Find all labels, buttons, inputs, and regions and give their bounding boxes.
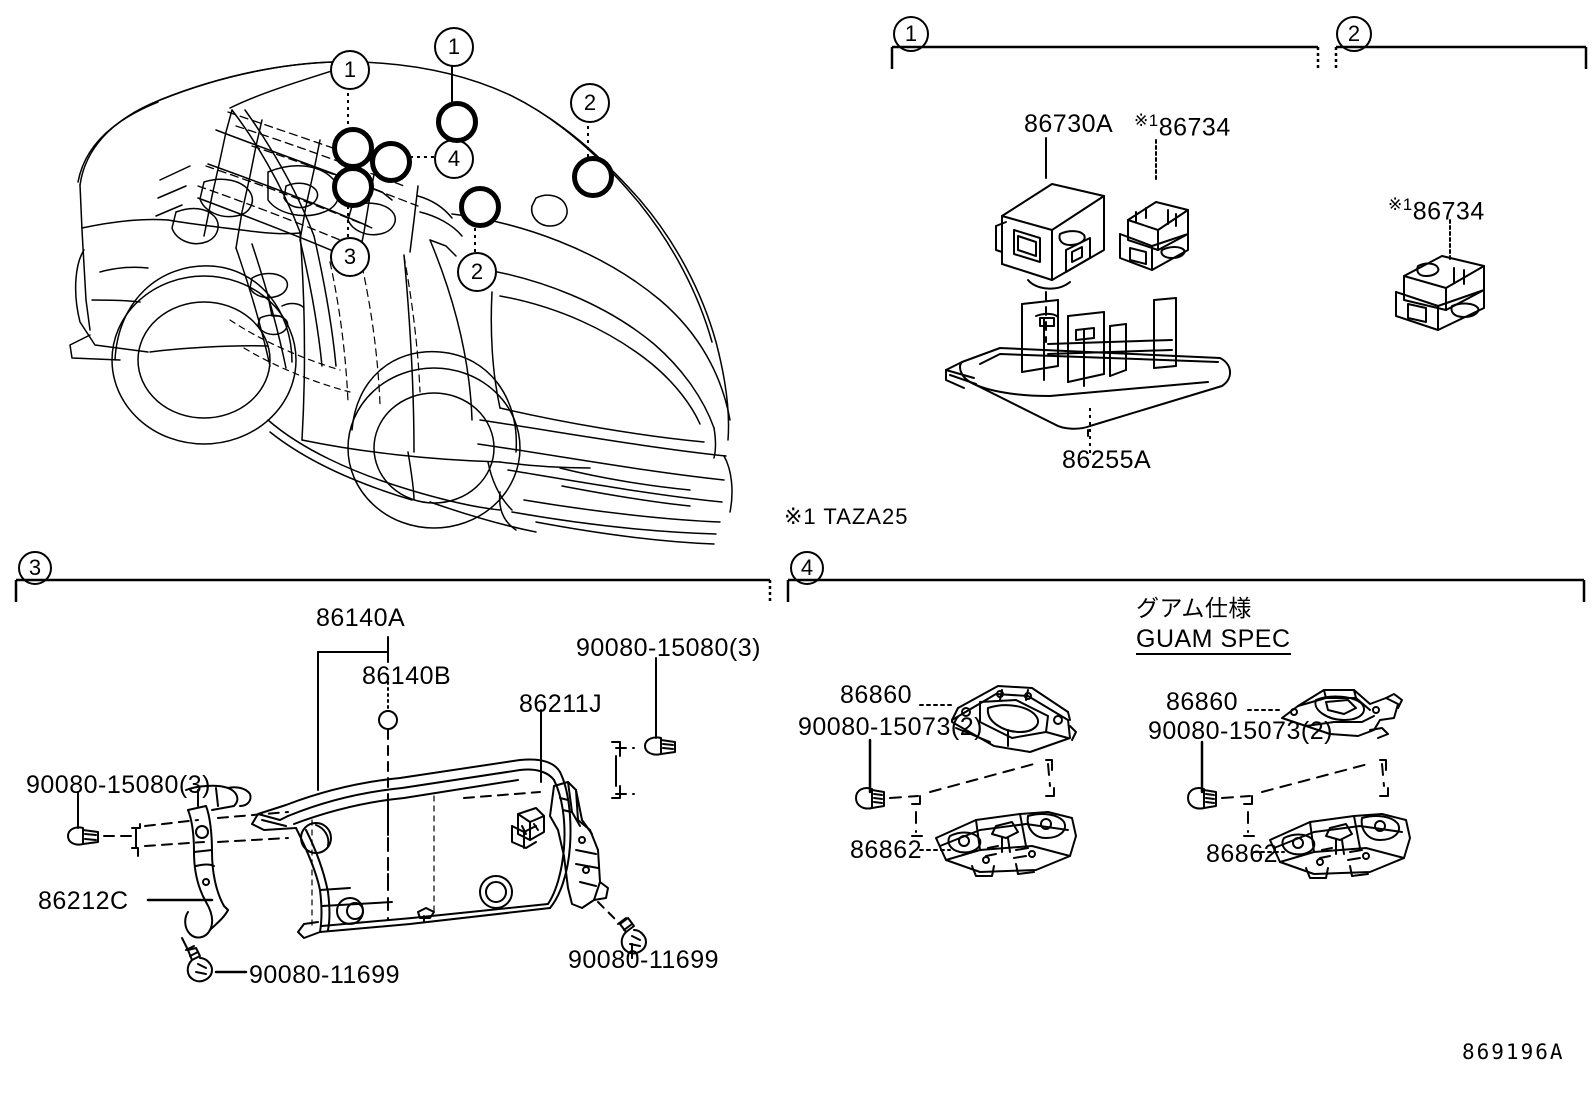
part-code: 86140A bbox=[316, 604, 406, 632]
part-code: 86860 bbox=[840, 681, 913, 709]
vehicle-callout-3[interactable]: 3 bbox=[330, 237, 370, 277]
part-code: 90080-11699 bbox=[249, 961, 401, 989]
section-4-right-group-svg bbox=[1187, 689, 1411, 879]
section-number: 2 bbox=[1347, 21, 1361, 46]
part-code: 90080-15080(3) bbox=[26, 771, 211, 799]
part-code: 86255A bbox=[1062, 446, 1152, 474]
part-label-90080-11699-b: 90080-11699 bbox=[568, 948, 719, 973]
part-label-86212c: 86212C bbox=[38, 889, 129, 914]
vehicle-callout-4[interactable]: 4 bbox=[434, 139, 474, 179]
footnote-ref: ※1 bbox=[1388, 195, 1413, 214]
callout-label: 3 bbox=[343, 244, 357, 269]
vehicle-target-ring-2b bbox=[459, 186, 501, 228]
section-2-parts-svg bbox=[1395, 219, 1485, 331]
section-3-bracket bbox=[14, 578, 772, 602]
part-code: 86140B bbox=[362, 662, 452, 690]
callout-label: 4 bbox=[447, 146, 461, 171]
part-label-86860-right: 86860 bbox=[1166, 690, 1238, 715]
section-number: 4 bbox=[800, 555, 814, 580]
part-label-86140a: 86140A bbox=[316, 606, 405, 631]
part-code: 90080-15080(3) bbox=[576, 634, 761, 662]
callout-label: 1 bbox=[343, 57, 357, 82]
vehicle-target-ring-4 bbox=[370, 141, 412, 183]
part-label-90080-15080-b: 90080-15080(3) bbox=[26, 773, 211, 798]
guam-spec-jp: グアム仕様 bbox=[1136, 596, 1252, 622]
vehicle-callout-2b[interactable]: 2 bbox=[457, 252, 497, 292]
part-label-86862-left: 86862 bbox=[850, 838, 922, 863]
part-label-90080-15073-right: 90080-15073(2) bbox=[1148, 719, 1333, 744]
part-code: 86734 bbox=[1412, 197, 1485, 226]
vehicle-target-ring-3 bbox=[332, 166, 374, 208]
part-code: 86211J bbox=[519, 690, 603, 718]
part-code: 86734 bbox=[1158, 113, 1231, 142]
leader-86255a bbox=[1089, 408, 1091, 454]
guam-spec-en: GUAM SPEC bbox=[1136, 625, 1291, 655]
part-label-86211j: 86211J bbox=[519, 692, 602, 717]
part-code: 86860 bbox=[1166, 688, 1239, 716]
callout-label: 2 bbox=[583, 90, 597, 115]
callout-leaders bbox=[347, 63, 589, 252]
sheet-number: 869196A bbox=[1462, 1040, 1565, 1064]
callout-label: 2 bbox=[470, 259, 484, 284]
part-label-90080-11699-a: 90080-11699 bbox=[249, 963, 400, 988]
part-label-86734-sec2: ※186734 bbox=[1388, 196, 1485, 224]
vehicle-callout-1b[interactable]: 1 bbox=[434, 27, 474, 67]
footnote-taza25: ※1 TAZA25 bbox=[784, 504, 909, 529]
section-number: 3 bbox=[28, 555, 42, 580]
section-2-bracket bbox=[1334, 45, 1588, 69]
part-label-86730a: 86730A bbox=[1024, 112, 1113, 137]
leader-90080-11699-b bbox=[600, 950, 630, 970]
part-label-86255a: 86255A bbox=[1062, 448, 1151, 473]
part-code: 90080-15073(2) bbox=[1148, 717, 1333, 745]
part-code: 90080-11699 bbox=[568, 946, 720, 974]
part-code: 86862 bbox=[1206, 840, 1279, 868]
vehicle-callout-1a[interactable]: 1 bbox=[330, 50, 370, 90]
part-label-86734-sec1: ※186734 bbox=[1134, 112, 1231, 140]
section-number: 1 bbox=[904, 21, 918, 46]
section-1-bracket bbox=[890, 45, 1320, 69]
part-code: 86862 bbox=[850, 836, 923, 864]
part-label-90080-15080-a: 90080-15080(3) bbox=[576, 636, 761, 661]
section-3-parts-svg bbox=[67, 636, 676, 983]
part-label-86860-left: 86860 bbox=[840, 683, 912, 708]
section-1-parts-svg bbox=[945, 137, 1231, 437]
vehicle-target-ring-1a bbox=[332, 127, 374, 169]
section-4-left-group-svg bbox=[855, 685, 1077, 877]
part-label-86140b: 86140B bbox=[362, 664, 451, 689]
vehicle-callout-layer bbox=[0, 0, 790, 560]
vehicle-target-ring-2a bbox=[572, 156, 614, 198]
section-4-bracket bbox=[786, 578, 1586, 602]
vehicle-callout-2a[interactable]: 2 bbox=[570, 83, 610, 123]
guam-spec-en-wrap: GUAM SPEC bbox=[1136, 627, 1291, 655]
vehicle-target-ring-1b bbox=[436, 101, 478, 143]
part-code: 86730A bbox=[1024, 110, 1114, 138]
vehicle-illustration bbox=[0, 0, 790, 560]
vehicle-outline-svg bbox=[69, 61, 733, 545]
footnote-ref: ※1 bbox=[1134, 111, 1159, 130]
part-code: 86212C bbox=[38, 887, 129, 915]
part-label-86862-right: 86862 bbox=[1206, 842, 1278, 867]
callout-label: 1 bbox=[447, 34, 461, 59]
